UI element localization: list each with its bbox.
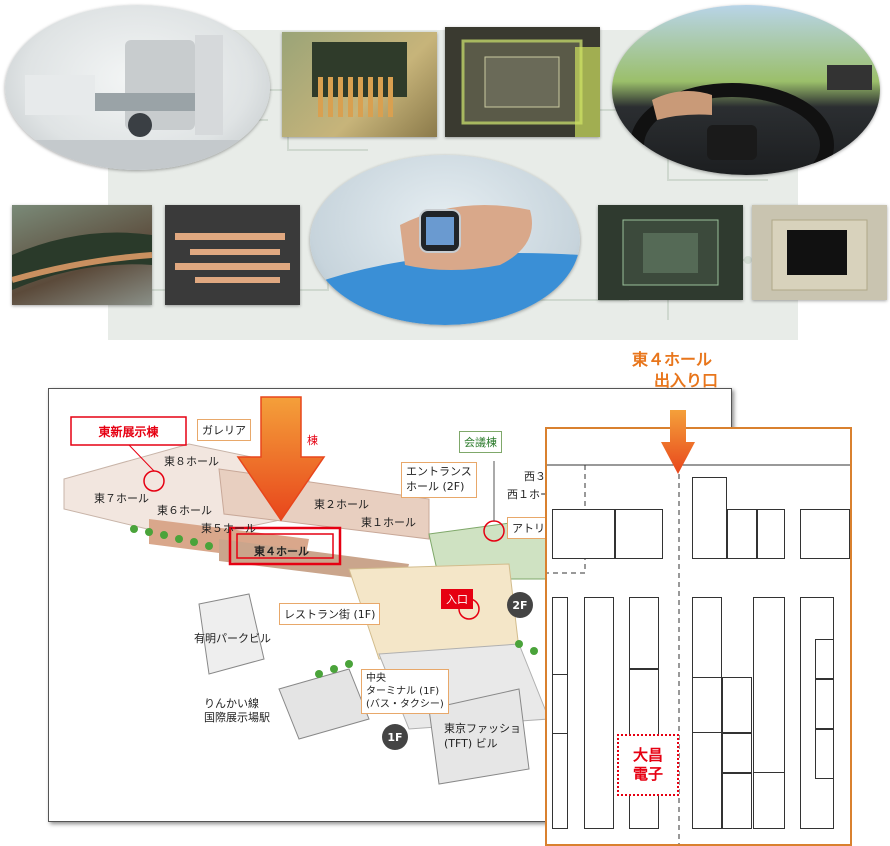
ic-package-substrate-photo — [445, 27, 600, 137]
label-conference-building: 会議棟 — [459, 431, 502, 453]
label-hall-partial: 棟 — [307, 434, 318, 447]
booth — [552, 674, 568, 734]
label-west3: 西３ — [524, 470, 546, 483]
floorplan-entrance-label: 東４ホール 出入り口 — [592, 350, 752, 392]
booth — [584, 597, 614, 829]
label-east6-hall: 東６ホール — [157, 504, 212, 517]
label-rinkai-line-station: りんかい線 国際展示場駅 — [204, 697, 270, 725]
floor-1f-badge: 1F — [382, 724, 408, 750]
label-east4-hall: 東４ホール — [254, 545, 309, 558]
photo-collage — [0, 0, 890, 340]
label-galleria: ガレリア — [197, 419, 251, 441]
car-steering-wheel-photo — [612, 5, 880, 175]
booth — [615, 509, 663, 559]
booth — [722, 677, 752, 733]
label-east8-hall: 東８ホール — [164, 455, 219, 468]
entrance-label-line1: 東４ホール — [631, 350, 712, 369]
booth — [815, 639, 834, 679]
label-west1: 西１ホー — [507, 488, 551, 501]
booth — [727, 509, 757, 559]
booth — [692, 677, 722, 733]
fine-pitch-traces-photo — [165, 205, 300, 305]
hall-pointer-arrow-icon — [236, 396, 326, 522]
label-atrium: アトリ — [507, 517, 550, 539]
entrance-label-line2: 出入り口 — [653, 370, 718, 390]
flex-pcb-connector-photo — [282, 32, 437, 137]
semiconductor-package-photo — [752, 205, 887, 300]
booth — [722, 773, 752, 829]
booth — [815, 679, 834, 729]
label-ariake-park-building: 有明パークビル — [194, 632, 271, 645]
booth — [722, 733, 752, 773]
entrance-arrow-icon — [661, 410, 695, 474]
smartwatch-wrist-photo — [310, 155, 580, 325]
label-east1-hall: 東１ホール — [361, 516, 416, 529]
booth — [629, 597, 659, 669]
booth — [800, 509, 850, 559]
label-east5-hall: 東５ホール — [201, 522, 256, 535]
booth — [753, 597, 785, 773]
highlighted-booth-daisho-denshi[interactable]: 大昌 電子 — [617, 734, 679, 796]
booth — [552, 509, 615, 559]
booth — [757, 509, 785, 559]
label-tft-building: 東京ファッショ (TFT) ビル — [444, 722, 521, 750]
medical-imaging-equipment-photo — [5, 5, 270, 170]
label-east7-hall: 東７ホール — [94, 492, 149, 505]
booth-label-line2: 電子 — [632, 765, 663, 783]
floor-2f-badge: 2F — [507, 592, 533, 618]
label-east2-hall: 東２ホール — [314, 498, 369, 511]
label-east-new-building: 東新展示棟 — [98, 424, 159, 439]
chip-on-substrate-photo — [598, 205, 743, 300]
booth — [692, 477, 727, 559]
label-entrance-hall: エントランス ホール (2F) — [401, 462, 477, 498]
booth-label-line1: 大昌 — [632, 746, 663, 765]
label-entrance: 入口 — [441, 589, 473, 609]
label-restaurant-street: レストラン街 (1F) — [279, 603, 381, 625]
booth — [815, 729, 834, 779]
hall-floor-plan: 大昌 電子 — [545, 427, 852, 846]
flexible-circuit-edge-photo — [12, 205, 152, 305]
label-central-terminal: 中央 ターミナル (1F) (バス・タクシー) — [361, 669, 449, 714]
